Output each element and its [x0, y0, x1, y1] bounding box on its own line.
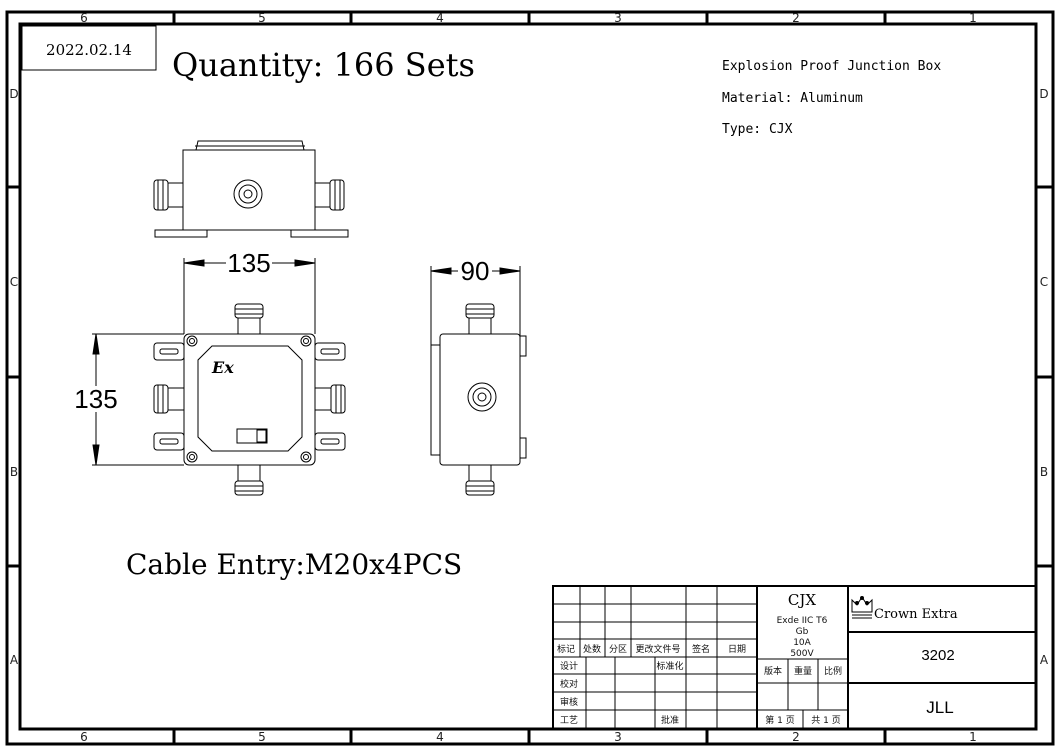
tb-role-design: 设计 [560, 660, 578, 672]
dim-width: 135 [227, 248, 270, 278]
title-block [552, 585, 1037, 730]
top-elevation-view [153, 140, 349, 238]
zone-row-right-A: A [1040, 653, 1049, 667]
zone-col-top-5: 5 [258, 11, 266, 25]
tb-header-mark: 标记 [557, 643, 575, 655]
ex-mark: Ex [211, 358, 234, 377]
inner-border [18, 22, 1038, 731]
zone-row-right-C: C [1040, 275, 1048, 289]
zone-col-bottom-6: 6 [80, 730, 88, 744]
zone-row-left-C: C [10, 275, 18, 289]
type-text: Type: CJX [722, 122, 793, 137]
zone-row-right-B: B [1040, 465, 1048, 479]
tb-standardization: 标准化 [656, 660, 683, 672]
tb-rating-4: 500V [790, 649, 814, 659]
zone-col-top-3: 3 [614, 11, 622, 25]
zone-col-bottom-5: 5 [258, 730, 266, 744]
date-box [21, 25, 157, 71]
zone-ticks [7, 12, 1053, 744]
side-view [430, 303, 527, 496]
zone-col-top-1: 1 [969, 11, 977, 25]
tb-scale: 比例 [824, 665, 842, 677]
zone-row-right-D: D [1039, 87, 1048, 101]
zone-col-top-2: 2 [792, 11, 800, 25]
zone-row-left-A: A [10, 653, 19, 667]
tb-header-change-doc: 更改文件号 [635, 643, 680, 655]
date-text: 2022.02.14 [46, 41, 132, 59]
tb-rating-2: Gb [796, 627, 809, 637]
cable-entry-note: Cable Entry:M20x4PCS [126, 548, 462, 581]
zone-col-top-6: 6 [80, 11, 88, 25]
dim-width-bg [226, 250, 272, 276]
front-view [153, 303, 346, 496]
tb-sheet: 第 1 页 [765, 714, 794, 726]
tb-approval: 批准 [661, 714, 679, 726]
dim-height: 135 [74, 384, 117, 414]
tb-version: 版本 [764, 665, 782, 677]
zone-col-top-4: 4 [436, 11, 444, 25]
material-text: Material: Aluminum [722, 91, 863, 106]
tb-role-review: 审核 [560, 696, 578, 708]
tb-total: 共 1 页 [811, 715, 840, 726]
zone-col-bottom-3: 3 [614, 730, 622, 744]
zone-col-bottom-4: 4 [436, 730, 444, 744]
dim-height-bg [72, 386, 120, 412]
zone-row-left-D: D [9, 87, 18, 101]
front-dimensions [92, 258, 316, 466]
side-dimensions [430, 266, 521, 345]
tb-role-check: 校对 [560, 678, 578, 690]
tb-header-zone: 分区 [609, 644, 627, 655]
quantity-text: Quantity: 166 Sets [172, 46, 475, 84]
tb-header-date: 日期 [728, 644, 746, 655]
zone-row-left-B: B [10, 465, 18, 479]
tb-model: CJX [788, 591, 816, 609]
dim-depth: 90 [461, 256, 490, 286]
crown-logo-icon [851, 596, 873, 619]
tb-company: Crown Extra [874, 607, 958, 622]
tb-weight: 重量 [794, 665, 812, 677]
tb-header-count: 处数 [583, 643, 601, 655]
dim-depth-bg [458, 258, 492, 284]
outer-border [5, 10, 1055, 746]
product-name: Explosion Proof Junction Box [722, 59, 941, 74]
zone-col-bottom-2: 2 [792, 730, 800, 744]
tb-author: JLL [926, 698, 953, 717]
tb-header-signature: 签名 [692, 643, 710, 655]
tb-rating-1: Exde IIC T6 [777, 616, 828, 626]
zone-col-bottom-1: 1 [969, 730, 977, 744]
tb-drawing-no: 3202 [921, 647, 954, 664]
tb-role-process: 工艺 [560, 715, 578, 726]
tb-rating-3: 10A [793, 638, 811, 648]
